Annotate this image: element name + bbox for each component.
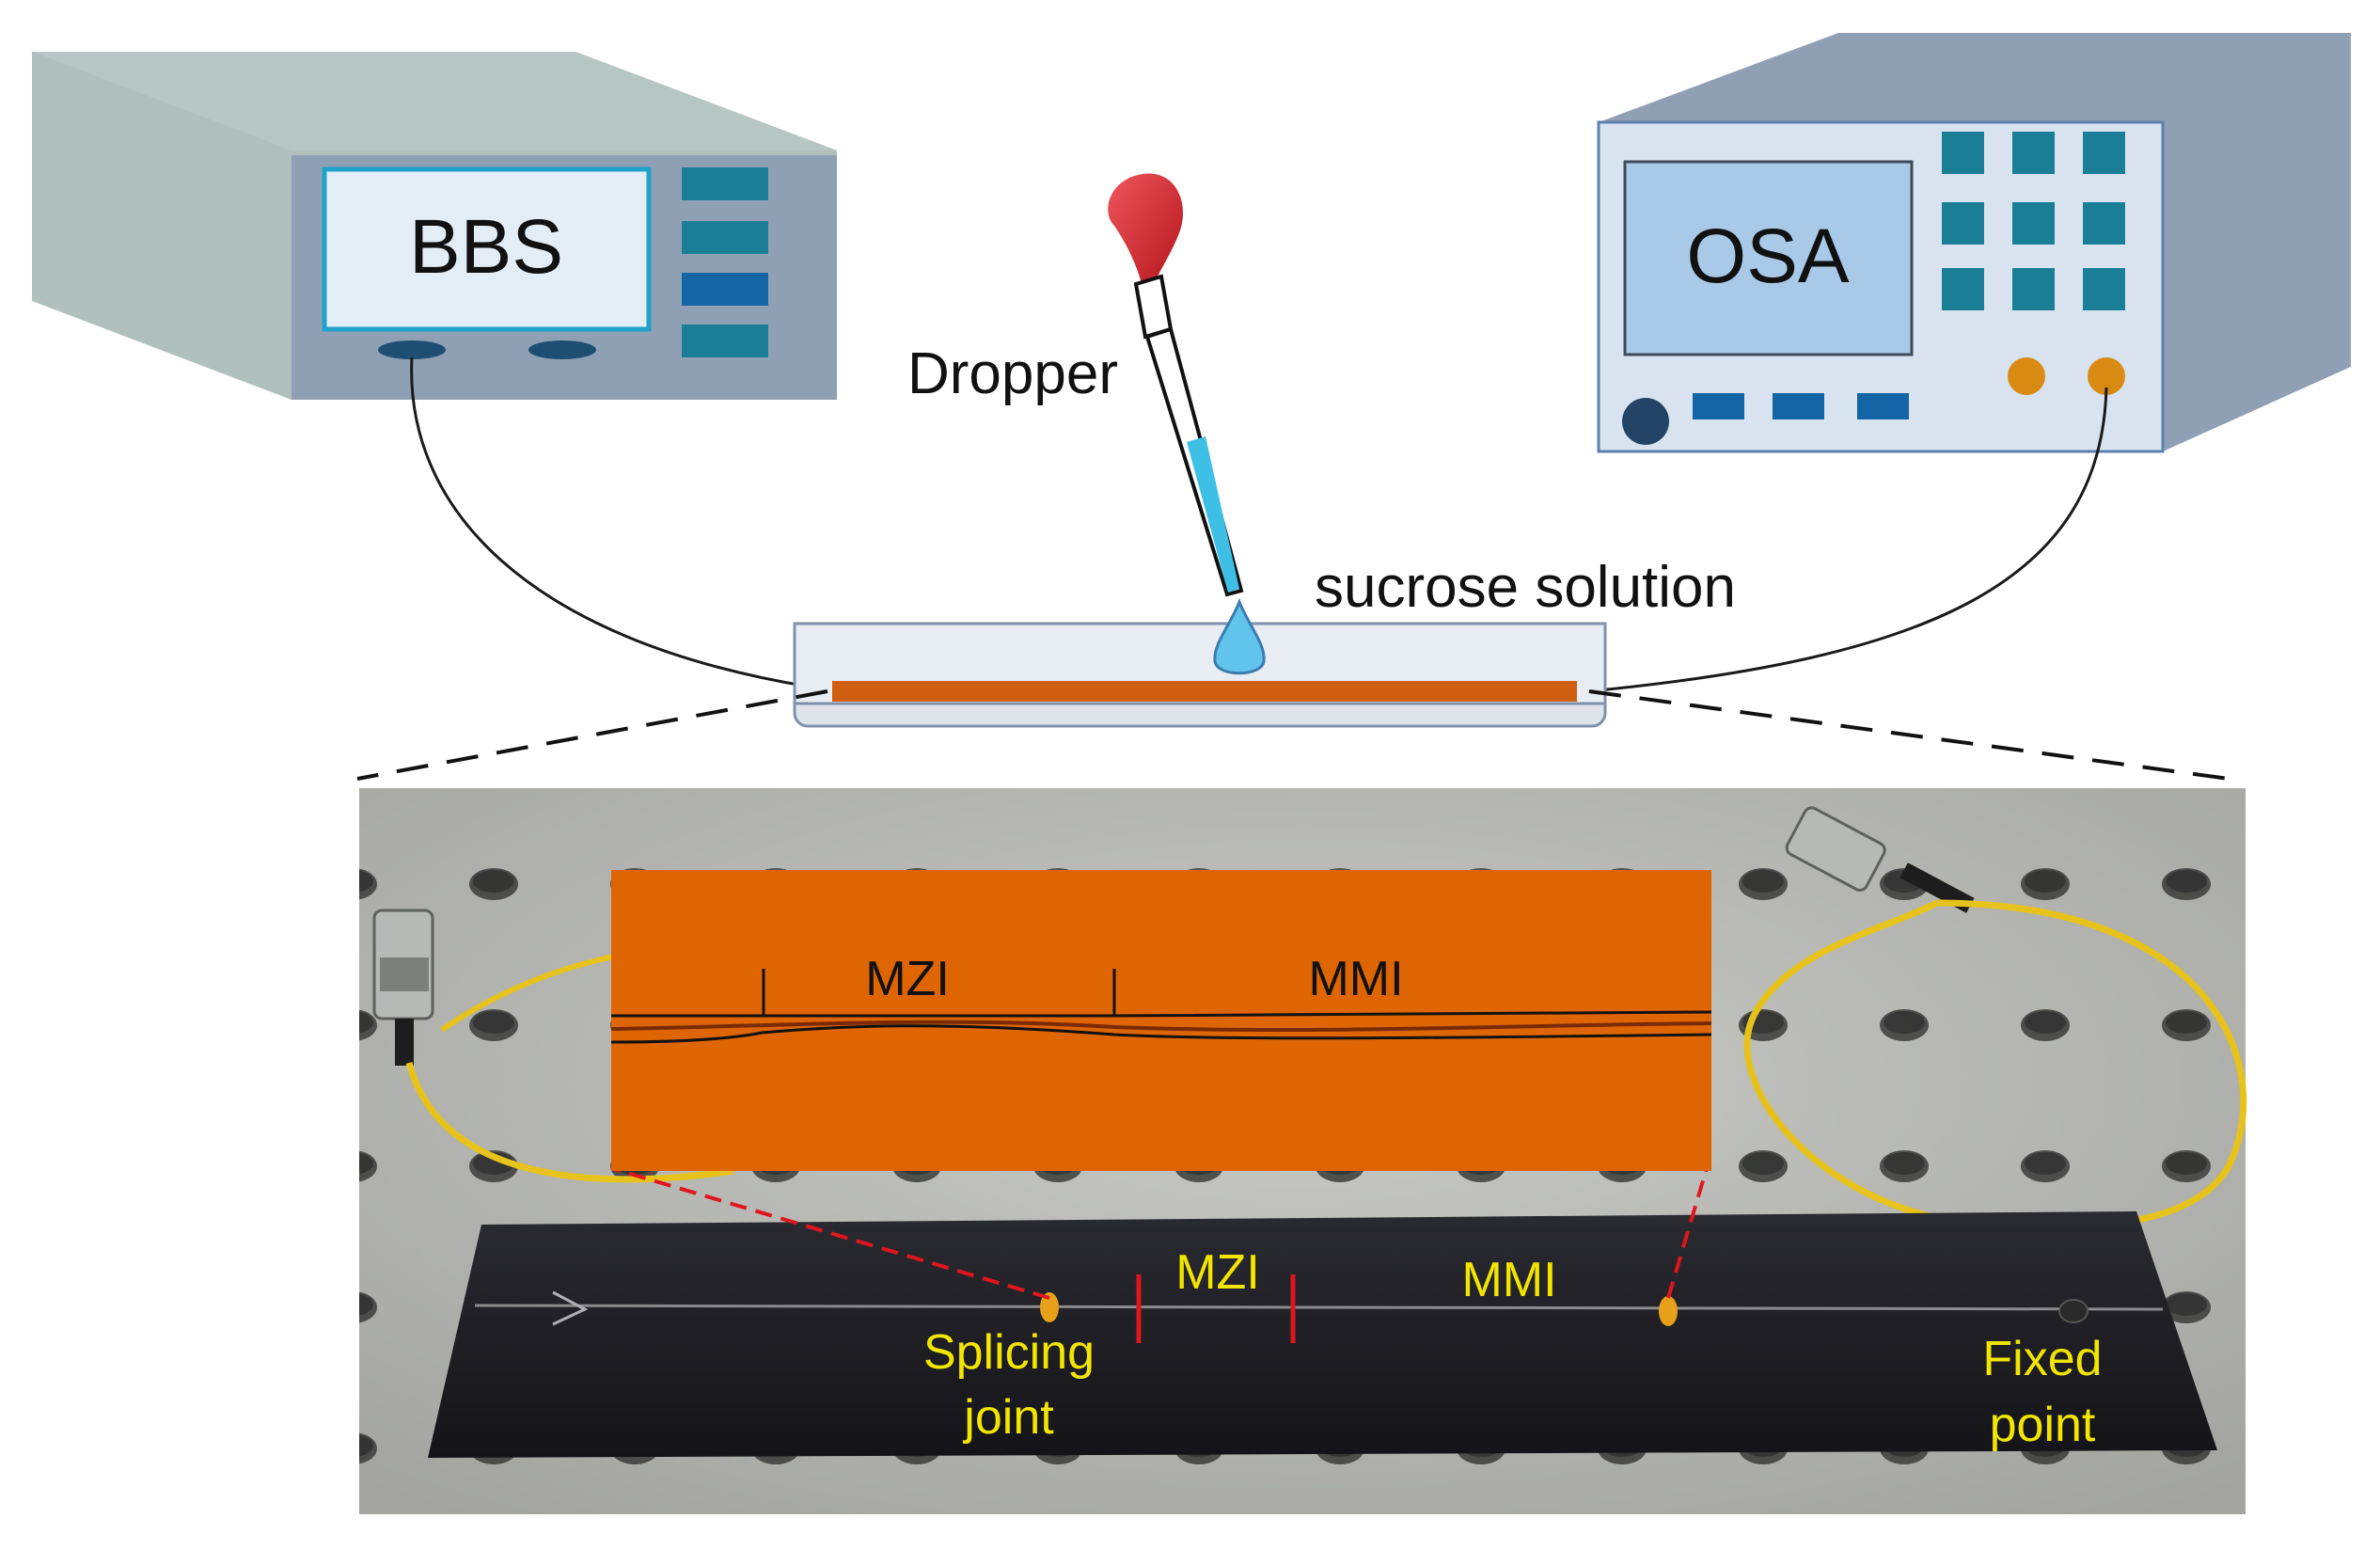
- fiber-entry-mark: [552, 1290, 589, 1326]
- inset-mzi-label: MZI: [865, 952, 950, 1006]
- inset-fiber-upper-edge: [611, 1010, 1712, 1018]
- osa-bottom-button-1: [1693, 393, 1744, 419]
- dropper-bulb: [1108, 173, 1184, 287]
- fiber-cable-to-osa: [1588, 387, 2108, 693]
- fiber-connector-icon: [372, 909, 434, 1066]
- inset-fiber-lower-edge: [610, 1024, 1712, 1044]
- osa-power-knob: [1622, 398, 1669, 445]
- dropper-icon: [1108, 173, 1266, 675]
- inset-background: [611, 870, 1711, 1171]
- bbs-button-4: [682, 324, 768, 357]
- bbs-port-left: [378, 340, 446, 359]
- osa-key: [1942, 202, 1984, 245]
- bbs-button-1: [682, 167, 768, 200]
- osa-screen: [1623, 160, 1914, 356]
- zoom-line-right: [1588, 689, 2230, 781]
- osa-key: [2083, 132, 2125, 174]
- osa-key: [2012, 202, 2055, 245]
- inset-mmi-label: MMI: [1308, 952, 1403, 1006]
- osa-key: [2083, 268, 2125, 310]
- red-dashed-pointer-left: [610, 1166, 1050, 1300]
- splicing-joint-label-line2: joint: [962, 1390, 1054, 1445]
- osa-key: [2012, 132, 2055, 174]
- bbs-top-shade: [32, 52, 837, 150]
- bbs-label: BBS: [409, 204, 563, 290]
- left-connector-nut: [380, 957, 429, 991]
- sensor-fiber-strip: [832, 681, 1577, 702]
- osa-label: OSA: [1686, 214, 1849, 299]
- bbs-button-2: [682, 221, 768, 254]
- left-connector-boot: [395, 1019, 414, 1066]
- osa-bottom-button-3: [1857, 393, 1909, 419]
- black-board: [428, 1211, 2217, 1458]
- solution-label: sucrose solution: [1315, 555, 1736, 620]
- red-dashed-pointer-right: [1666, 1167, 1709, 1299]
- splicing-joint-left: [1040, 1292, 1059, 1322]
- broadband-source-device: BBS: [32, 52, 837, 400]
- osa-port-left: [2008, 357, 2045, 395]
- photo-mmi-label: MMI: [1461, 1253, 1556, 1307]
- left-fiber-loop: [405, 1062, 734, 1183]
- dropper-label: Dropper: [907, 341, 1118, 406]
- right-connector-body: [1785, 806, 1886, 892]
- photo-mzi-label: MZI: [1175, 1245, 1260, 1300]
- fixed-point-label-line1: Fixed: [1982, 1332, 2102, 1386]
- bbs-button-3: [682, 273, 768, 306]
- optical-spectrum-analyzer-device: OSA: [1597, 33, 2351, 453]
- osa-key: [1942, 268, 1984, 310]
- osa-port-right: [2088, 357, 2125, 395]
- splicing-joint-right: [1659, 1296, 1678, 1326]
- fixed-point-dot: [2058, 1299, 2088, 1323]
- board-fiber-line: [474, 1304, 2164, 1311]
- fixed-point-label-line2: point: [1990, 1398, 2096, 1452]
- fiber-cable-from-bbs: [410, 356, 810, 688]
- osa-key: [2012, 268, 2055, 310]
- zoom-line-left: [356, 689, 828, 781]
- inset-fiber-core: [610, 1020, 1712, 1033]
- dropper-liquid: [1187, 436, 1239, 593]
- dropper-collar: [1133, 274, 1174, 340]
- sample-dish: [793, 622, 1607, 728]
- bbs-screen: [322, 166, 652, 332]
- osa-bottom-button-2: [1773, 393, 1824, 419]
- fiber-structure-inset: MZI MMI: [610, 870, 1712, 1171]
- droplet-icon: [1213, 597, 1266, 675]
- osa-keypad: [1942, 132, 2125, 310]
- osa-key: [1942, 132, 1984, 174]
- splicing-joint-label-line1: Splicing: [923, 1325, 1095, 1380]
- osa-key: [2083, 202, 2125, 245]
- bbs-port-right: [528, 340, 596, 359]
